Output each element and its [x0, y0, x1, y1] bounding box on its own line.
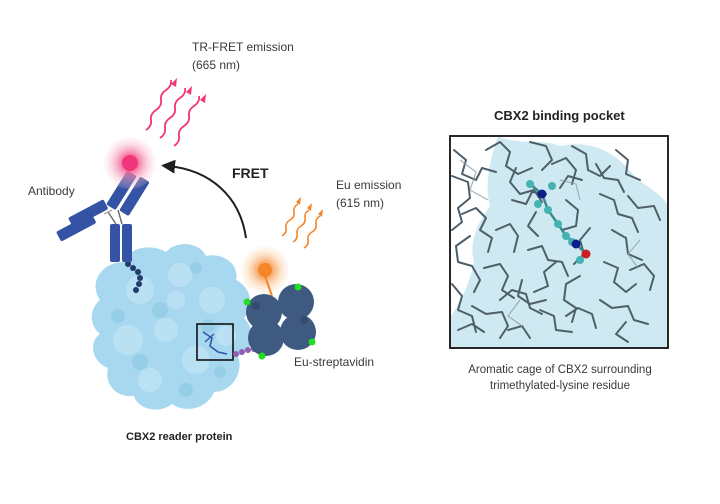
- emission-wave-icon: [145, 78, 206, 147]
- pocket-caption-line1: Aromatic cage of CBX2 surrounding: [468, 364, 652, 376]
- tr-fret-wavelength-label: (665 nm): [192, 58, 241, 72]
- reader-protein-label: CBX2 reader protein: [126, 431, 233, 443]
- tr-fret-emission-label: TR-FRET emission: [192, 40, 294, 54]
- pocket-title: CBX2 binding pocket: [494, 108, 625, 123]
- eu-emission-wave-icon: [281, 197, 323, 249]
- fret-label: FRET: [232, 165, 269, 181]
- binding-site-box: [196, 323, 234, 361]
- protein-blob: [91, 244, 252, 410]
- peptide-chain: [125, 261, 143, 293]
- eu-glow: [241, 246, 289, 294]
- antibody-label: Antibody: [28, 184, 75, 198]
- fret-arrow: [161, 159, 247, 239]
- eu-streptavidin-label: Eu-streptavidin: [294, 355, 375, 369]
- binding-pocket-image: [449, 135, 669, 349]
- eu-wavelength-label: (615 nm): [336, 196, 385, 210]
- eu-emission-label: Eu emission: [336, 178, 402, 192]
- streptavidin-icon: [243, 283, 316, 360]
- tr-fret-glow: [104, 137, 156, 189]
- ligand-atoms: [526, 180, 591, 264]
- pocket-caption-line2: trimethylated-lysine residue: [490, 380, 630, 392]
- antibody-icon: [56, 171, 149, 262]
